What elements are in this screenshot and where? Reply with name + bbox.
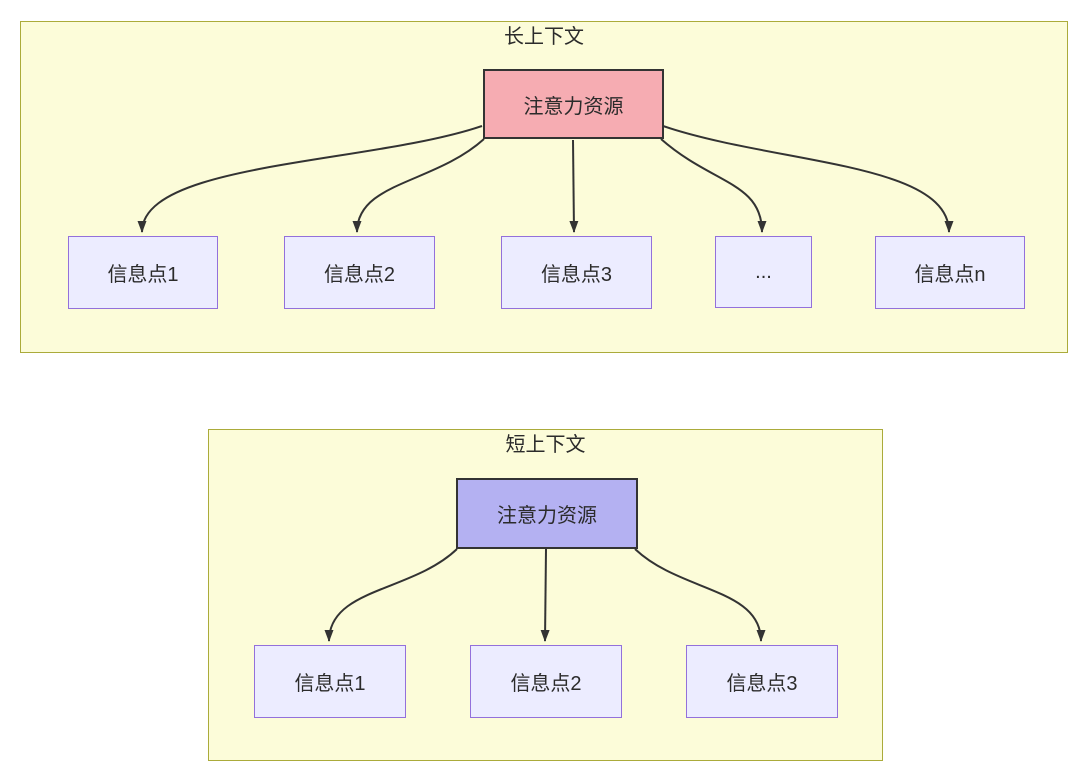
short-context-title: 短上下文 xyxy=(505,434,586,456)
info-node-long-ellipsis: ... xyxy=(715,236,812,308)
info-node-long-n: 信息点n xyxy=(875,236,1025,309)
info-node-long-3: 信息点3 xyxy=(501,236,652,309)
info-node-short-1: 信息点1 xyxy=(254,645,406,718)
long-context-section: 长上下文 注意力资源 信息点1 信息点2 信息点3 ... 信息点n xyxy=(20,21,1068,353)
attention-node-long: 注意力资源 xyxy=(483,69,664,139)
info-node-long-1: 信息点1 xyxy=(68,236,218,309)
long-context-title: 长上下文 xyxy=(504,26,584,48)
short-context-section: 短上下文 注意力资源 信息点1 信息点2 信息点3 xyxy=(208,429,883,761)
info-node-long-2: 信息点2 xyxy=(284,236,435,309)
attention-node-short: 注意力资源 xyxy=(456,478,638,549)
info-node-short-3: 信息点3 xyxy=(686,645,838,718)
info-node-short-2: 信息点2 xyxy=(470,645,622,718)
